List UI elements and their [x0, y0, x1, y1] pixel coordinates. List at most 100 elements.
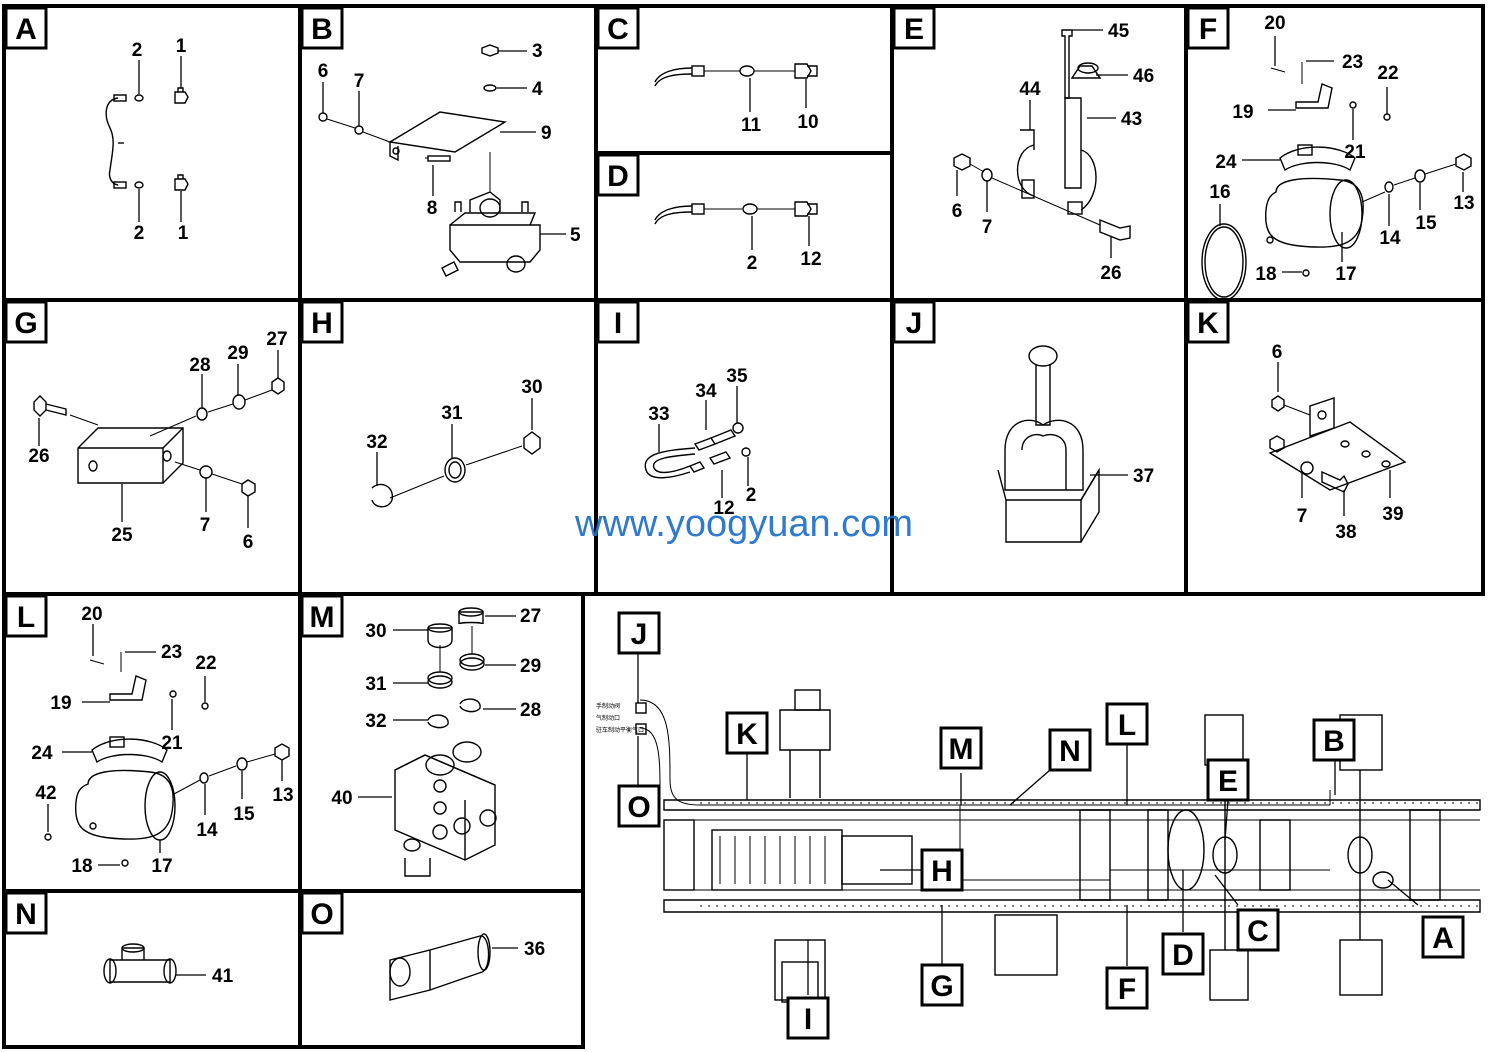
svg-text:32: 32 — [365, 711, 386, 732]
svg-text:6: 6 — [1272, 342, 1283, 363]
svg-text:18: 18 — [1255, 264, 1276, 285]
svg-text:9: 9 — [541, 123, 552, 144]
panel-letter-g: G — [4, 300, 48, 344]
svg-text:J: J — [631, 618, 648, 651]
watermark-text: www.yoogyuan.com — [574, 503, 913, 545]
svg-text:40: 40 — [331, 788, 352, 809]
chassis-tag-n: N — [1048, 728, 1092, 772]
panel-letter-d: D — [596, 153, 640, 197]
chassis-tag-b: B — [1312, 718, 1356, 762]
svg-text:E: E — [904, 13, 924, 46]
svg-text:G: G — [14, 307, 37, 340]
chassis-tag-g: G — [920, 963, 964, 1007]
svg-text:41: 41 — [212, 966, 234, 987]
chassis-tag-m: M — [939, 726, 983, 770]
panel-letter-e: E — [892, 6, 936, 50]
svg-text:31: 31 — [441, 403, 463, 424]
panel-n-drawing: 41 — [103, 943, 234, 987]
panel-letter-j: J — [892, 300, 936, 344]
svg-text:27: 27 — [266, 329, 287, 350]
svg-text:7: 7 — [200, 515, 211, 536]
svg-text:C: C — [607, 13, 629, 46]
svg-text:32: 32 — [366, 432, 387, 453]
svg-text:42: 42 — [35, 783, 56, 804]
svg-text:37: 37 — [1133, 466, 1154, 487]
svg-text:35: 35 — [726, 366, 748, 387]
svg-text:10: 10 — [797, 112, 818, 133]
chassis-tag-e: E — [1206, 758, 1250, 802]
svg-text:13: 13 — [1453, 193, 1474, 214]
svg-text:H: H — [311, 307, 333, 340]
svg-text:14: 14 — [1379, 228, 1401, 249]
svg-text:15: 15 — [233, 804, 255, 825]
svg-text:M: M — [310, 601, 335, 634]
panel-letter-n: N — [4, 891, 48, 935]
panel-d-drawing: 2 12 — [654, 201, 822, 274]
panel-c-drawing: 11 10 — [654, 63, 819, 136]
svg-text:45: 45 — [1108, 21, 1130, 42]
svg-text:I: I — [614, 307, 622, 340]
chassis-tag-l: L — [1105, 702, 1149, 746]
svg-text:O: O — [627, 791, 650, 824]
panel-k-drawing: 6 7 38 39 — [1268, 342, 1407, 543]
svg-text:29: 29 — [520, 656, 541, 677]
svg-text:N: N — [1059, 735, 1081, 768]
svg-text:11: 11 — [741, 115, 762, 136]
chassis-tag-a: A — [1421, 915, 1465, 959]
svg-text:1: 1 — [178, 223, 189, 244]
parking-port-caption: 驻车制动平衡气口 — [596, 726, 644, 734]
svg-text:24: 24 — [1215, 152, 1237, 173]
svg-text:33: 33 — [648, 404, 669, 425]
svg-text:2: 2 — [747, 253, 758, 274]
panel-letter-b: B — [300, 6, 344, 50]
svg-text:23: 23 — [161, 642, 182, 663]
svg-text:2: 2 — [746, 485, 757, 506]
svg-text:34: 34 — [695, 381, 717, 402]
panel-letter-f: F — [1186, 6, 1230, 50]
svg-text:26: 26 — [28, 446, 49, 467]
svg-text:3: 3 — [532, 41, 543, 62]
svg-text:L: L — [1118, 709, 1136, 742]
svg-text:7: 7 — [354, 71, 365, 92]
panel-letter-i: I — [596, 300, 640, 344]
svg-text:16: 16 — [1209, 182, 1230, 203]
svg-text:44: 44 — [1019, 79, 1041, 100]
svg-text:4: 4 — [532, 79, 543, 100]
svg-text:6: 6 — [318, 61, 329, 82]
svg-text:B: B — [311, 13, 333, 46]
chassis-tag-i: I — [786, 996, 830, 1040]
svg-text:13: 13 — [272, 785, 293, 806]
chassis-tag-h: H — [920, 848, 964, 892]
panel-frames — [2, 4, 1485, 1049]
svg-text:M: M — [949, 733, 974, 766]
svg-text:30: 30 — [365, 621, 386, 642]
chassis-tag-o: O — [617, 784, 661, 828]
panel-f-drawing: 20 23 22 19 21 24 16 14 15 13 18 17 — [1201, 13, 1475, 301]
svg-text:31: 31 — [365, 674, 387, 695]
svg-text:8: 8 — [427, 198, 438, 219]
svg-text:23: 23 — [1342, 52, 1363, 73]
panel-o-drawing: 36 — [389, 933, 545, 1001]
svg-text:12: 12 — [713, 498, 734, 519]
svg-text:24: 24 — [31, 743, 53, 764]
panel-l-drawing: 20 23 22 19 21 24 42 14 15 13 18 17 — [31, 604, 293, 877]
svg-text:6: 6 — [952, 201, 963, 222]
svg-text:H: H — [931, 855, 953, 888]
chassis-tag-j: J — [617, 611, 661, 655]
panel-e-drawing: 45 46 44 43 6 7 26 — [952, 21, 1154, 284]
svg-text:20: 20 — [1264, 13, 1285, 34]
svg-text:26: 26 — [1100, 263, 1121, 284]
svg-text:L: L — [17, 601, 35, 634]
svg-text:46: 46 — [1133, 66, 1154, 87]
svg-text:28: 28 — [189, 355, 210, 376]
panel-h-drawing: 30 31 32 — [366, 377, 543, 508]
svg-text:I: I — [804, 1003, 812, 1036]
hand-valve-caption: 手制动阀 — [596, 702, 620, 710]
svg-text:18: 18 — [71, 856, 92, 877]
svg-text:O: O — [310, 898, 333, 931]
svg-text:A: A — [15, 13, 37, 46]
svg-text:22: 22 — [1377, 63, 1398, 84]
svg-text:K: K — [1197, 307, 1219, 340]
panel-letter-k: K — [1186, 300, 1230, 344]
panel-letter-a: A — [4, 6, 48, 50]
